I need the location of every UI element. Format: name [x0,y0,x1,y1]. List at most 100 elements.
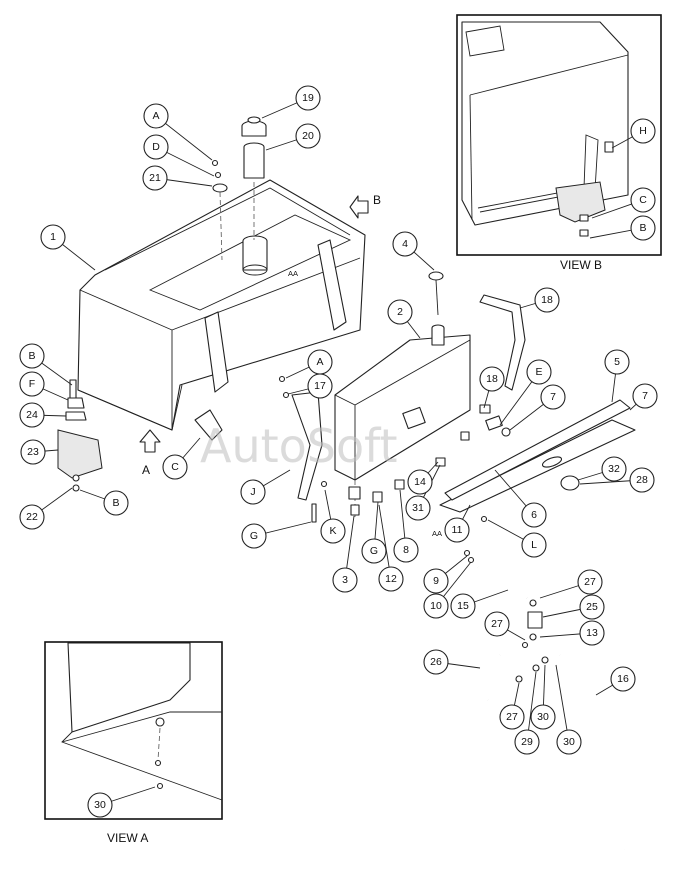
svg-text:5: 5 [614,356,620,368]
callout-12: 12 [378,566,404,592]
callout-21: 21 [142,165,168,191]
svg-text:23: 23 [27,446,39,458]
callout-c: C [630,187,656,213]
callout-8: 8 [393,537,419,563]
callout-16: 16 [610,666,636,692]
svg-text:C: C [171,461,179,473]
svg-text:7: 7 [550,391,556,403]
tank-straps [194,294,526,501]
callout-4: 4 [392,231,418,257]
callout-27: 27 [499,704,525,730]
secondary-tank [334,271,471,520]
svg-text:B: B [639,222,646,234]
mount-hardware-top [211,159,228,261]
svg-text:4: 4 [402,238,408,250]
callout-g: G [361,538,387,564]
callout-6: 6 [521,502,547,528]
heat-shield-and-hose [439,399,636,513]
callout-1: 1 [40,224,66,250]
svg-text:22: 22 [26,511,38,523]
callout-2: 2 [387,299,413,325]
callout-c: C [162,454,188,480]
aa-note-tank: AA [288,269,298,278]
svg-text:30: 30 [563,736,575,748]
svg-text:25: 25 [586,601,598,613]
callout-23: 23 [20,439,46,465]
svg-text:15: 15 [457,600,469,612]
fill-cap-and-neck [241,116,267,240]
svg-text:27: 27 [491,618,503,630]
view-arrows: B A [139,193,381,477]
callout-11: 11 [444,517,470,543]
svg-text:B: B [112,497,119,509]
svg-text:14: 14 [414,476,426,488]
view-b-inset: VIEW B [456,14,662,272]
svg-text:A: A [152,110,159,122]
svg-text:16: 16 [617,673,629,685]
svg-text:13: 13 [586,627,598,639]
svg-text:29: 29 [521,736,533,748]
fuel-lines [463,549,626,851]
svg-text:J: J [250,486,255,498]
callout-30: 30 [556,729,582,755]
callout-28: 28 [629,467,655,493]
callout-7: 7 [632,383,658,409]
svg-text:21: 21 [149,172,161,184]
callout-bubbles: 1920AD21B14218HCBF242322BCA17JKG18E75732… [19,85,658,818]
svg-text:27: 27 [506,711,518,723]
callout-3: 3 [332,567,358,593]
callout-k: K [320,518,346,544]
svg-text:A: A [316,356,323,368]
callout-g: G [241,523,267,549]
svg-text:C: C [639,194,647,206]
callout-l: L [521,532,547,558]
svg-text:17: 17 [314,380,326,392]
svg-text:7: 7 [642,390,648,402]
callout-27: 27 [577,569,603,595]
callout-32: 32 [601,456,627,482]
svg-text:1: 1 [50,231,56,243]
view-a-label: VIEW A [107,831,148,845]
callout-13: 13 [579,620,605,646]
callout-b: B [630,215,656,241]
callout-18: 18 [479,366,505,392]
callout-5: 5 [604,349,630,375]
svg-text:19: 19 [302,92,314,104]
callout-a: A [143,103,169,129]
svg-text:10: 10 [430,600,442,612]
arrow-b-label: B [373,193,381,207]
svg-text:31: 31 [412,502,424,514]
callout-f: F [19,371,45,397]
callout-30: 30 [530,704,556,730]
svg-text:30: 30 [94,799,106,811]
svg-text:6: 6 [531,509,537,521]
svg-text:B: B [28,350,35,362]
svg-text:9: 9 [433,575,439,587]
svg-text:K: K [329,525,336,537]
callout-7: 7 [540,384,566,410]
svg-text:G: G [250,530,258,542]
callout-18: 18 [534,287,560,313]
callout-26: 26 [423,649,449,675]
arrow-a-label: A [142,463,150,477]
callout-15: 15 [450,593,476,619]
svg-text:D: D [152,141,160,153]
callout-22: 22 [19,504,45,530]
svg-text:8: 8 [403,544,409,556]
svg-text:E: E [535,366,542,378]
lower-bracket [57,379,103,492]
main-fuel-tank: AA [77,179,366,431]
callout-24: 24 [19,402,45,428]
fittings: AA [278,375,511,538]
callout-17: 17 [307,373,333,399]
aa-note-fittings: AA [432,529,442,538]
view-b-label: VIEW B [560,258,602,272]
svg-text:20: 20 [302,130,314,142]
callout-31: 31 [405,495,431,521]
svg-text:12: 12 [385,573,397,585]
callout-27: 27 [484,611,510,637]
view-a-inset: VIEW A [44,641,223,845]
callout-j: J [240,479,266,505]
svg-text:11: 11 [452,524,463,536]
